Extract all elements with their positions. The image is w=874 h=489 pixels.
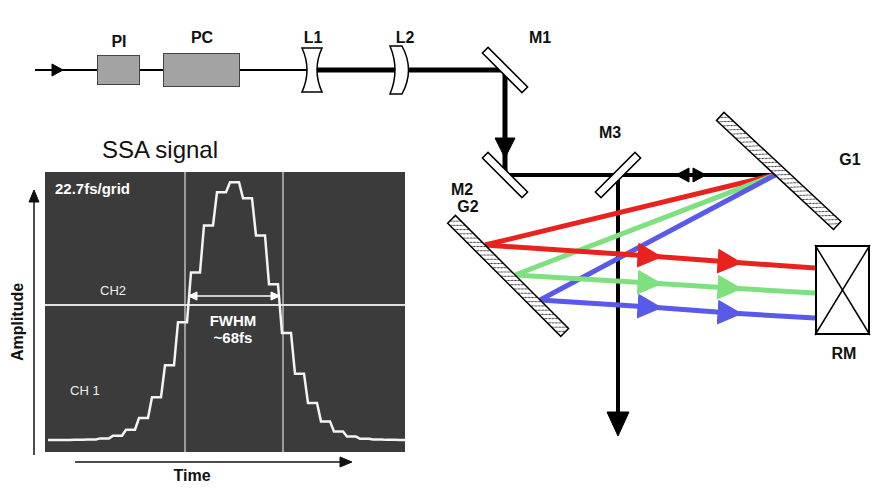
axis-arrow [29, 190, 352, 467]
oscilloscope-screen: SSA signal22.7fs/gridCH2FWHM ~68fsCH 1 [45, 172, 405, 452]
roof-mirror-cross [815, 245, 870, 335]
mirror-label: M2 [451, 181, 473, 199]
grating-label: G2 [457, 198, 478, 216]
ch1-trace [48, 182, 405, 440]
beam-segment [140, 69, 163, 71]
lens-label: L1 [304, 29, 323, 47]
roof-mirror-box: RM [815, 245, 870, 335]
grating-g1 [716, 112, 841, 229]
mirror-label: M3 [599, 124, 621, 142]
grid-line [184, 172, 186, 452]
axis-label: Amplitude [9, 283, 27, 361]
axis-label: Time [173, 467, 210, 485]
mirror-label: M1 [529, 29, 551, 47]
scope-screen [45, 172, 405, 452]
laser-beam [35, 64, 775, 436]
lens-l2 [390, 46, 409, 94]
channel-name: CH 1 [70, 384, 100, 399]
polarizer-box: PI [97, 55, 140, 85]
pockels-cell-box: PC [163, 53, 240, 87]
grating-label: G1 [839, 151, 860, 169]
time-scale: 22.7fs/grid [55, 180, 130, 197]
fwhm-value: FWHM ~68fs [198, 312, 268, 347]
channel-name: CH2 [100, 284, 126, 299]
mirror-m1 [482, 47, 527, 92]
scope-title: SSA signal [102, 136, 218, 164]
grid-line [282, 172, 284, 452]
mirror-m2 [482, 152, 527, 197]
part-label: PC [191, 29, 213, 47]
lens-label: L2 [396, 29, 415, 47]
lens-l1 [302, 48, 322, 92]
fwhm-arrow [188, 292, 280, 300]
part-label: RM [832, 345, 857, 363]
part-label: PI [111, 33, 126, 51]
grating-g2 [448, 215, 569, 336]
ch2-trace [45, 304, 405, 306]
mirror-m3 [595, 152, 640, 197]
